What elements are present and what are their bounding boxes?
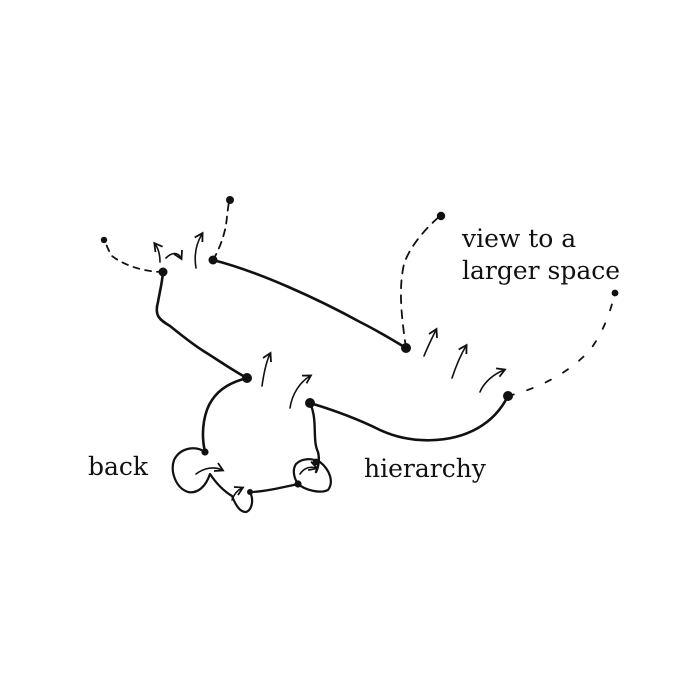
node-dot	[247, 489, 253, 495]
node-dot	[242, 373, 252, 383]
endpoint-dot	[436, 211, 446, 221]
dashed-view-top	[212, 199, 230, 261]
view-arrow	[194, 231, 204, 269]
view-arrow	[153, 241, 163, 263]
path-bottom-cluster-arrow-right	[299, 461, 319, 475]
dashed-view-larger-space	[400, 215, 441, 349]
label-view-line1: view to a	[462, 224, 577, 253]
endpoint-dot	[100, 236, 108, 244]
label-hierarchy: hierarchy	[364, 454, 486, 483]
view-arrow	[451, 343, 468, 379]
node-dot	[503, 391, 513, 401]
node-dot	[201, 448, 209, 456]
path-bottom-cluster	[171, 447, 332, 514]
view-arrow	[289, 374, 313, 409]
node-dot	[312, 458, 320, 466]
label-back: back	[88, 452, 149, 481]
view-arrow	[479, 367, 507, 393]
node-dot	[294, 480, 302, 488]
node-dot	[305, 398, 315, 408]
node-dot	[401, 343, 411, 353]
path-upper-diagonal	[211, 258, 408, 350]
path-left-lobe	[155, 270, 249, 454]
view-arrow	[165, 249, 183, 261]
path-right-arm	[308, 394, 510, 442]
view-arrow	[261, 351, 272, 387]
dashed-view-far-right	[507, 295, 615, 397]
endpoint-dot	[611, 289, 619, 297]
view-arrow	[423, 327, 438, 357]
node-dot	[158, 267, 168, 277]
path-bottom-cluster-arrow-left	[195, 462, 225, 475]
path-bottom-cluster-arrow-mid	[231, 486, 245, 501]
node-dot	[208, 255, 218, 265]
dashed-view-far-left	[104, 239, 164, 273]
label-view-line2: larger space	[462, 256, 621, 285]
endpoint-dot	[226, 196, 234, 204]
